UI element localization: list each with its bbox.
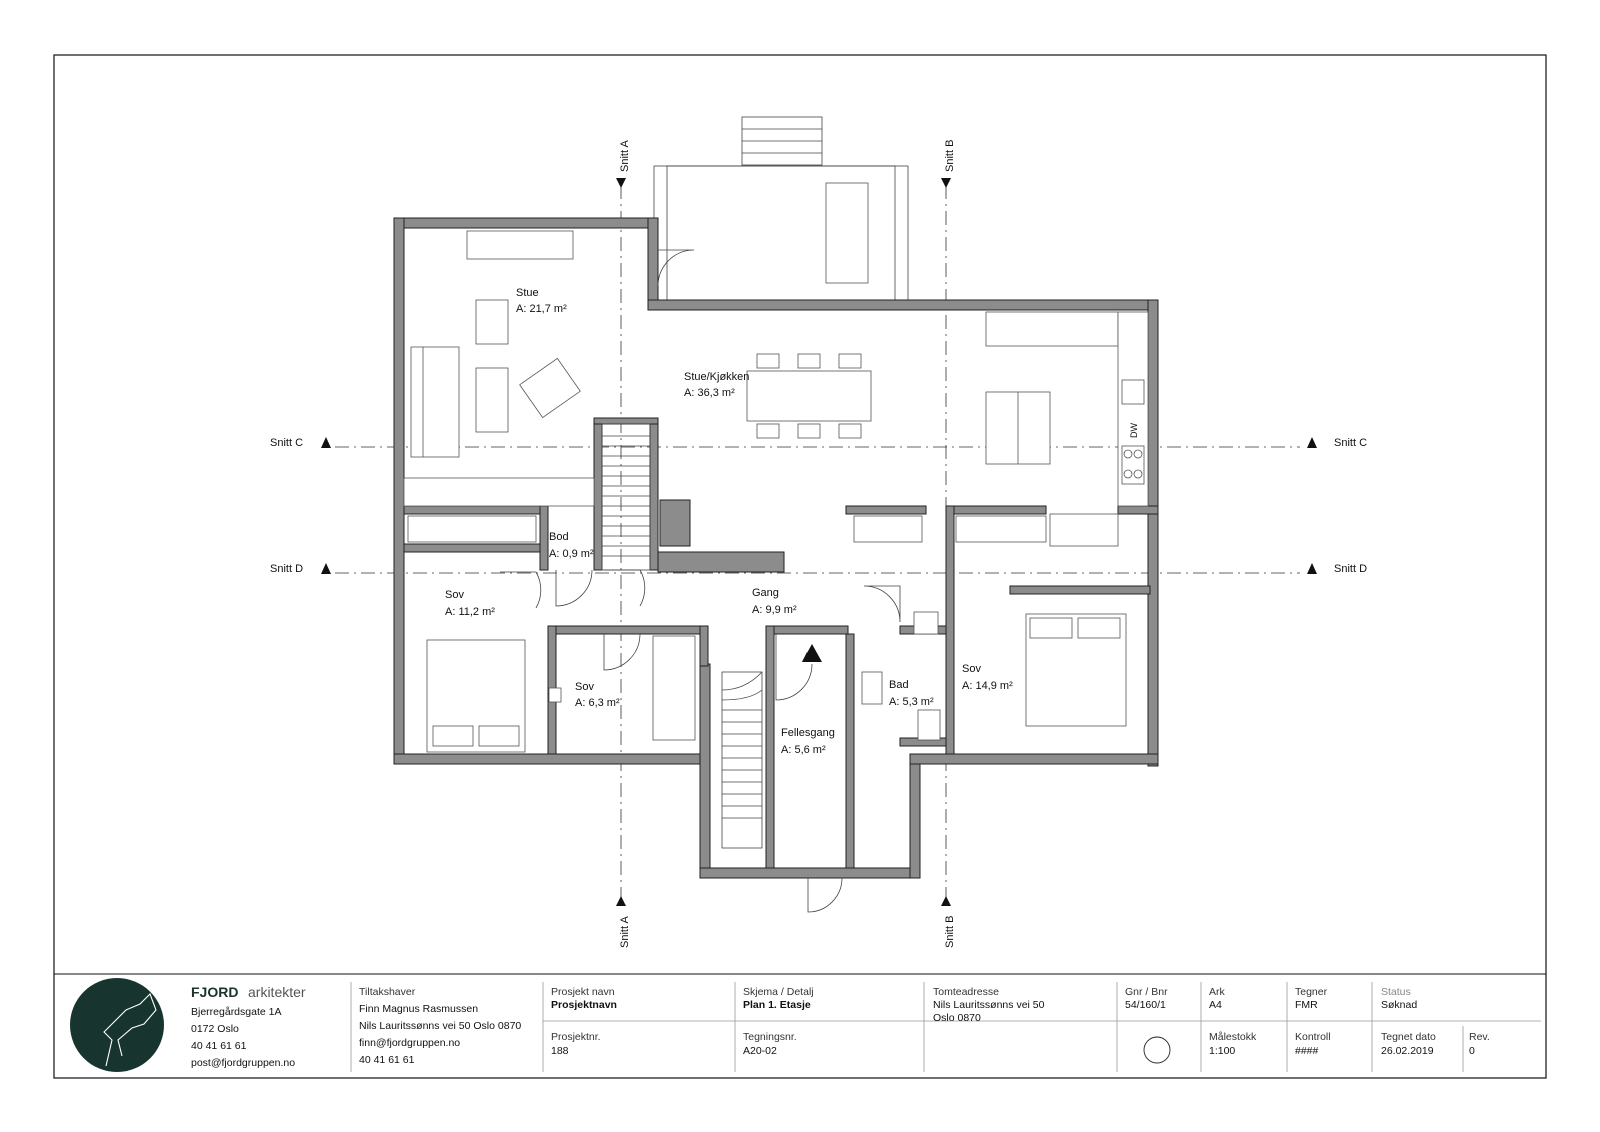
logo-sub: arkitekter: [248, 984, 306, 1000]
room-gang-name: Gang: [752, 587, 779, 599]
room-fellesgang-name: Fellesgang: [781, 727, 835, 739]
room-bod-name: Bod: [549, 531, 569, 543]
tegningsnr-label: Tegningsnr.: [743, 1031, 797, 1043]
terrace: [653, 116, 909, 305]
room-bad-name: Bad: [889, 679, 909, 691]
dishwasher-label: DW: [1129, 423, 1139, 438]
company-address1: Bjerregårdsgate 1A: [191, 1006, 281, 1018]
tiltakshaver-address: Nils Lauritssønns vei 50 Oslo 0870: [359, 1020, 521, 1032]
room-gang-area: A: 9,9 m²: [752, 604, 797, 616]
room-sov1-name: Sov: [445, 589, 464, 601]
tegner-label: Tegner: [1295, 986, 1328, 998]
prosjektnr: 188: [551, 1045, 569, 1057]
rev-label: Rev.: [1469, 1031, 1490, 1043]
tomteadresse-label: Tomteadresse: [933, 986, 999, 998]
status-label: Status: [1381, 986, 1411, 998]
section-markers: Snitt A Snitt A Snitt B Snitt B Snitt C …: [270, 140, 1367, 948]
company-address2: 0172 Oslo: [191, 1023, 239, 1035]
tegnet-dato: 26.02.2019: [1381, 1045, 1434, 1057]
section-a-bottom-arrow: [616, 896, 626, 906]
gnr: 54/160/1: [1125, 999, 1166, 1011]
room-bad-area: A: 5,3 m²: [889, 696, 934, 708]
tomteadresse1: Nils Lauritssønns vei 50: [933, 999, 1045, 1011]
room-bod-area: A: 0,9 m²: [549, 548, 594, 560]
stairs-lower: [721, 671, 763, 849]
tiltakshaver-phone: 40 41 61 61: [359, 1054, 415, 1066]
room-fellesgang-area: A: 5,6 m²: [781, 744, 826, 756]
furniture: DW: [403, 230, 1149, 753]
rev: 0: [1469, 1045, 1475, 1057]
tomteadresse2: Oslo 0870: [933, 1012, 981, 1024]
prosjektnr-label: Prosjektnr.: [551, 1031, 601, 1043]
room-stue-area: A: 21,7 m²: [516, 303, 567, 315]
section-b-bottom-arrow: [941, 896, 951, 906]
gnr-label: Gnr / Bnr: [1125, 986, 1168, 998]
company-email: post@fjordgruppen.no: [191, 1057, 295, 1069]
sheet-border: [53, 54, 1547, 1079]
logo-word: FJORD: [191, 984, 238, 1000]
tiltakshaver-email: finn@fjordgruppen.no: [359, 1037, 460, 1049]
room-labels: Stue A: 21,7 m² Stue/Kjøkken A: 36,3 m² …: [445, 287, 1013, 756]
room-sov2-area: A: 6,3 m²: [575, 697, 620, 709]
ark: A4: [1209, 999, 1222, 1011]
malestokk-label: Målestokk: [1209, 1031, 1257, 1043]
section-c-right-label: Snitt C: [1334, 437, 1367, 449]
room-stue-kjokken-name: Stue/Kjøkken: [684, 371, 749, 383]
room-sov3-area: A: 14,9 m²: [962, 680, 1013, 692]
tegningsnr: A20-02: [743, 1045, 777, 1057]
room-stue-kjokken-area: A: 36,3 m²: [684, 387, 735, 399]
section-d-right-arrow: [1307, 563, 1317, 574]
doors: [500, 249, 901, 913]
company-phone: 40 41 61 61: [191, 1040, 247, 1052]
section-b-top-label: Snitt B: [944, 140, 956, 172]
kontroll-label: Kontroll: [1295, 1031, 1331, 1043]
section-b-top-arrow: [941, 178, 951, 188]
malestokk: 1:100: [1209, 1045, 1235, 1057]
section-a-top-label: Snitt A: [619, 140, 631, 172]
titleblock: FJORD arkitekter Bjerregårdsgate 1A 0172…: [70, 978, 1541, 1072]
section-b-bottom-label: Snitt B: [944, 916, 956, 948]
section-d-right-label: Snitt D: [1334, 563, 1367, 575]
tiltakshaver-label: Tiltakshaver: [359, 986, 416, 998]
room-sov2-name: Sov: [575, 681, 594, 693]
room-sov3-name: Sov: [962, 663, 981, 675]
section-d-left-label: Snitt D: [270, 563, 303, 575]
tiltakshaver-name: Finn Magnus Rasmussen: [359, 1003, 478, 1015]
logo-coastline: [103, 993, 157, 1067]
prosjekt-navn: Prosjektnavn: [551, 999, 617, 1011]
room-sov1-area: A: 11,2 m²: [445, 606, 495, 618]
north-arrow-icon: [1143, 1036, 1171, 1064]
walls: [393, 217, 1159, 879]
terrace-table: [825, 182, 869, 284]
section-c-left-label: Snitt C: [270, 437, 303, 449]
tegner: FMR: [1295, 999, 1318, 1011]
ark-label: Ark: [1209, 986, 1226, 998]
section-d-left-arrow: [321, 563, 331, 574]
section-c-left-arrow: [321, 437, 331, 448]
room-stue-name: Stue: [516, 287, 539, 299]
prosjekt-navn-label: Prosjekt navn: [551, 986, 615, 998]
fjord-logo-icon: [70, 978, 164, 1072]
section-c-right-arrow: [1307, 437, 1317, 448]
tegnet-dato-label: Tegnet dato: [1381, 1031, 1436, 1043]
section-a-top-arrow: [616, 178, 626, 188]
kontroll: ####: [1295, 1045, 1319, 1057]
skjema-label: Skjema / Detalj: [743, 986, 814, 998]
section-a-bottom-label: Snitt A: [619, 916, 631, 948]
skjema: Plan 1. Etasje: [743, 999, 811, 1011]
stairs-upper: [601, 423, 651, 571]
status: Søknad: [1381, 999, 1417, 1011]
